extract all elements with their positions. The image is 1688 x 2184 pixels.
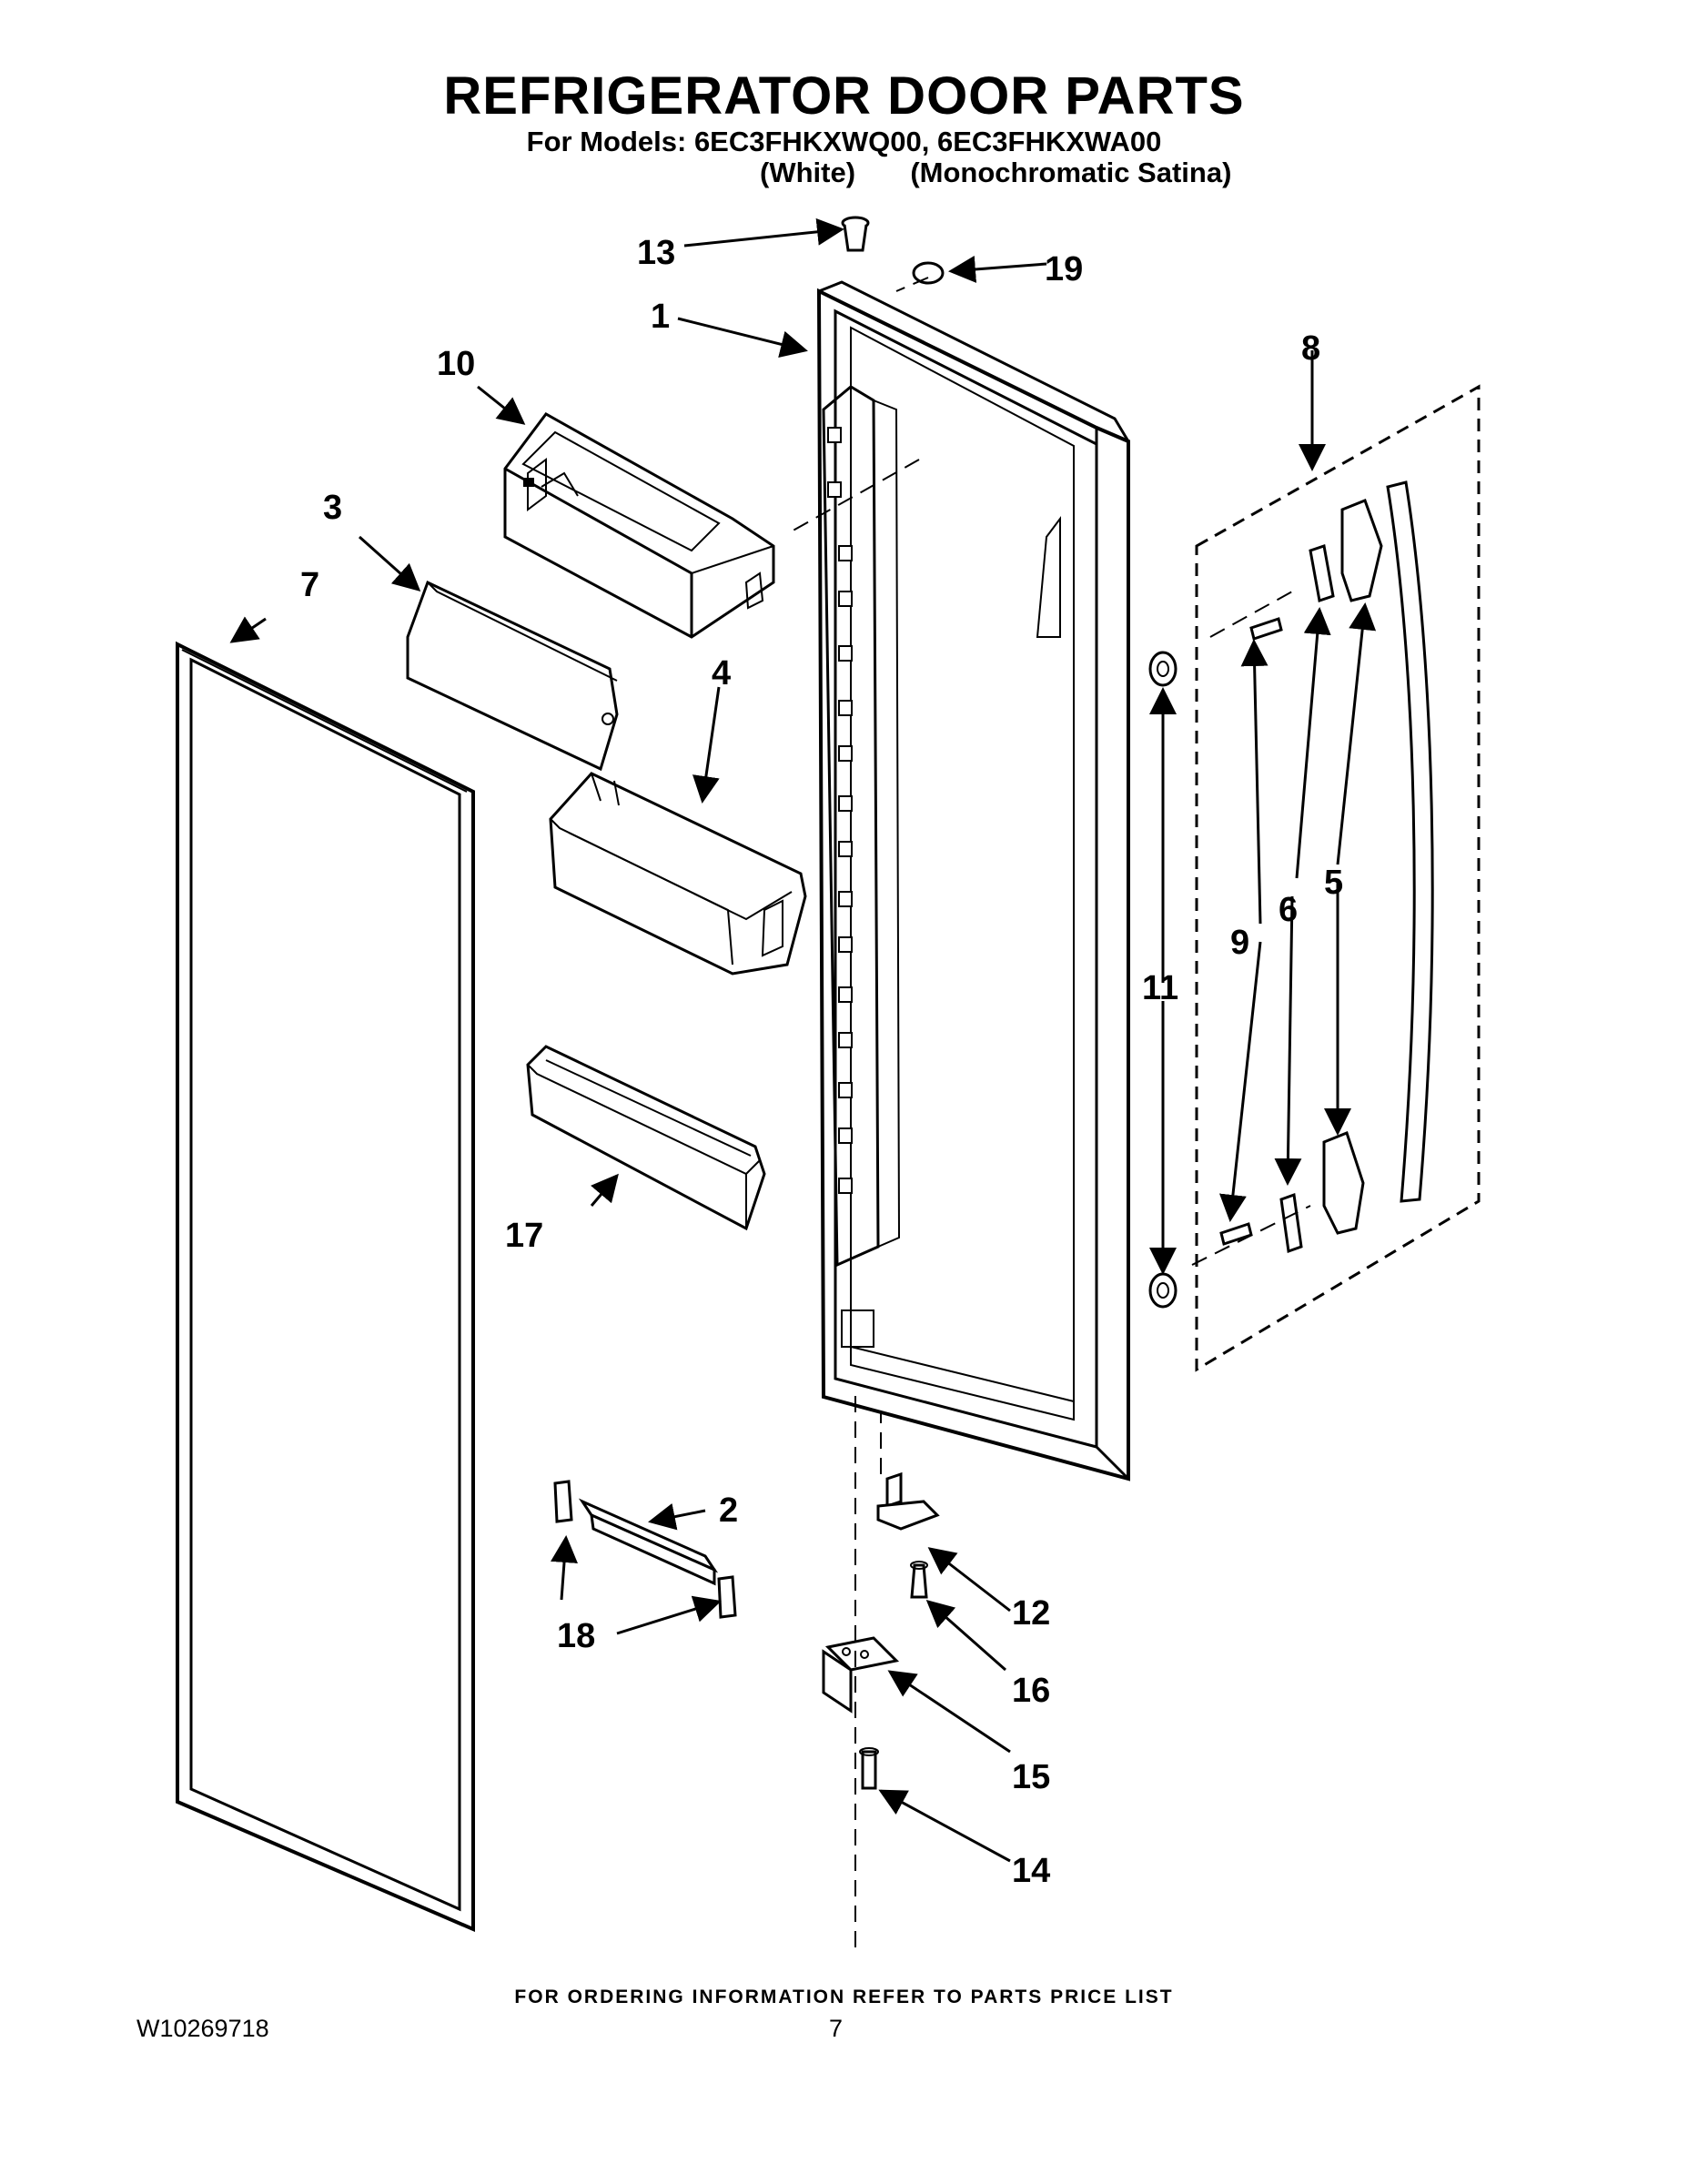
callout-15: 15: [1012, 1758, 1050, 1796]
callout-12: 12: [1012, 1594, 1050, 1633]
callout-7: 7: [300, 566, 319, 604]
part-16-screw: [910, 1561, 928, 1599]
callout-10: 10: [437, 345, 475, 383]
callout-2: 2: [719, 1491, 738, 1530]
callout-labels: 13 19 1 10 8 3 7 4 6 5 9 11 17 2 18 12 1…: [300, 234, 1343, 1890]
leader-arrows: [229, 217, 1377, 1863]
callout-8: 8: [1301, 329, 1320, 368]
part-14-screw: [859, 1747, 879, 1790]
door-handle: [1386, 480, 1434, 1203]
part-7-door-gasket: [176, 641, 475, 1933]
part-3-dairy-door: [406, 580, 619, 772]
callout-5: 5: [1324, 864, 1343, 902]
variant-white: (White): [760, 157, 856, 188]
part-9-screws: [1219, 617, 1283, 1246]
part-13-plug: [841, 216, 870, 252]
part-4-door-bin: [549, 772, 807, 976]
part-10-dairy-bin: [503, 412, 775, 639]
callout-11: 11: [1142, 969, 1178, 1007]
page-title: REFRIGERATOR DOOR PARTS: [443, 66, 1245, 126]
part-11-hole-plugs: [1148, 651, 1178, 1309]
callout-1: 1: [651, 298, 670, 336]
models-line: For Models: 6EC3FHKXWQ00, 6EC3FHKXWA00: [526, 126, 1162, 157]
model-variants: (White) (Monochromatic Satina): [760, 157, 1231, 189]
callout-18: 18: [557, 1617, 595, 1655]
callout-16: 16: [1012, 1672, 1050, 1710]
callout-6: 6: [1279, 891, 1298, 929]
part-1-door-liner: [816, 280, 1130, 1481]
callout-17: 17: [505, 1217, 543, 1255]
page-number: 7: [829, 2015, 844, 2042]
part-18-end-caps: [553, 1480, 737, 1619]
part-15-hinge-bracket: [822, 1636, 900, 1714]
part-19-seal: [912, 261, 945, 285]
callout-14: 14: [1012, 1852, 1050, 1890]
document-id: W10269718: [136, 2015, 269, 2042]
part-17-door-bin: [526, 1045, 766, 1231]
callout-4: 4: [712, 654, 731, 693]
part-8-handle-kit-box: [1195, 384, 1481, 1372]
part-2-rail: [578, 1498, 719, 1586]
variant-satina: (Monochromatic Satina): [910, 157, 1232, 188]
part-6-handle-brackets: [1279, 544, 1335, 1254]
callout-9: 9: [1230, 924, 1249, 962]
callout-19: 19: [1045, 250, 1083, 288]
callout-3: 3: [323, 489, 342, 527]
ordering-note: FOR ORDERING INFORMATION REFER TO PARTS …: [514, 1987, 1174, 2007]
part-12-hinge-pin: [876, 1471, 940, 1531]
callout-13: 13: [637, 234, 675, 272]
alignment-lines: [789, 277, 1311, 1947]
part-5-handle-caps: [1322, 499, 1383, 1235]
